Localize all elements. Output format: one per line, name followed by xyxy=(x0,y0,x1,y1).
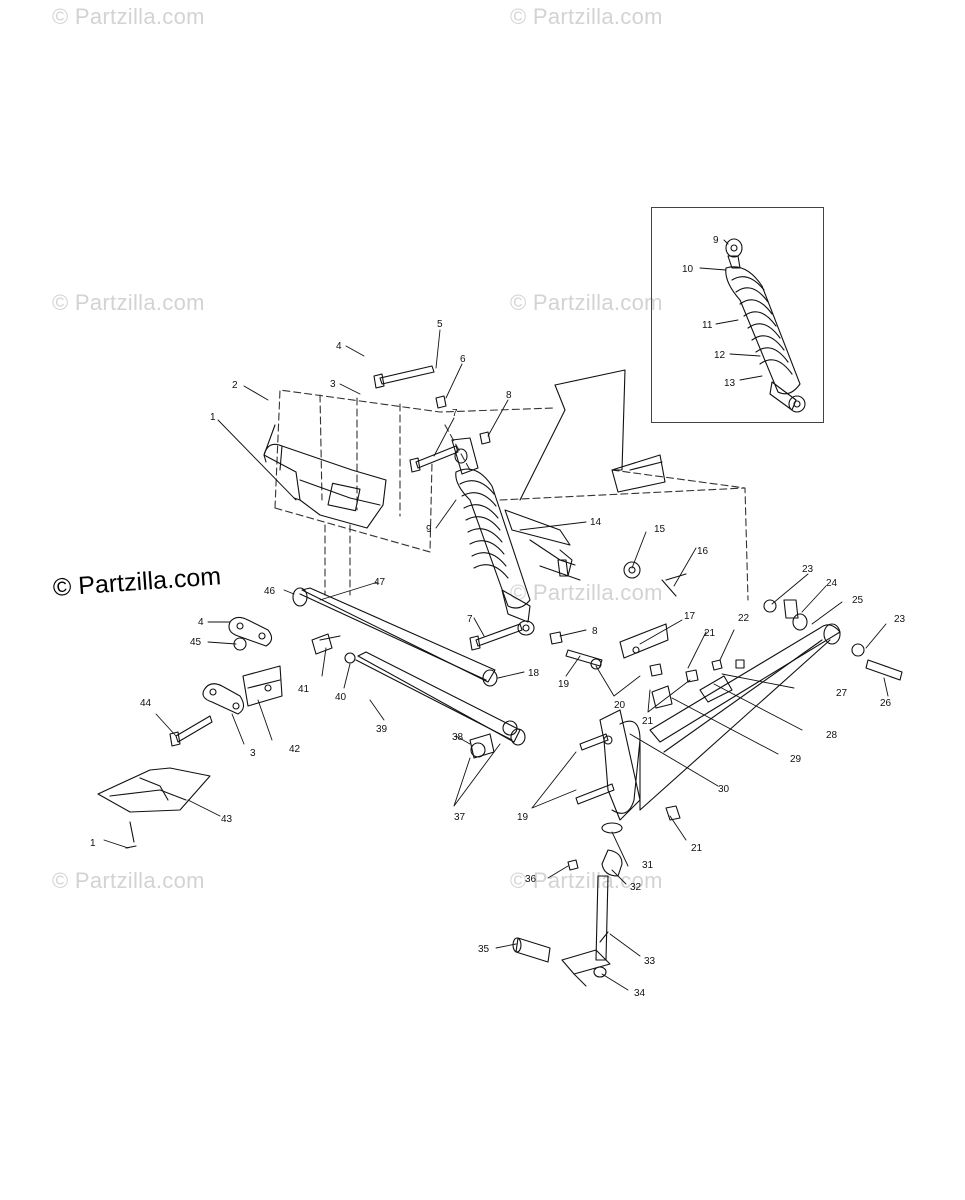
callout-15: 15 xyxy=(654,524,666,535)
callout-21c: 21 xyxy=(691,843,703,854)
main-shock-absorber xyxy=(451,437,535,636)
watermark: © Partzilla.com xyxy=(52,290,205,315)
callout-35: 35 xyxy=(478,944,490,955)
inset-shock-absorber xyxy=(725,238,806,413)
watermark: © Partzilla.com xyxy=(510,868,663,893)
upper-bracket xyxy=(263,424,387,529)
callout-36: 36 xyxy=(525,874,537,885)
callout-labels: 9 10 11 12 13 1 2 3 4 5 6 7 8 9 14 15 16… xyxy=(90,235,906,999)
bushings xyxy=(469,599,808,877)
callout-30: 30 xyxy=(718,784,730,795)
callout-7: 7 xyxy=(452,408,458,419)
callout-44: 44 xyxy=(140,698,152,709)
callout-21a: 21 xyxy=(704,628,716,639)
callout-33: 33 xyxy=(644,956,656,967)
callout-43: 43 xyxy=(221,814,233,825)
callout-7b: 7 xyxy=(467,614,473,625)
callout-24: 24 xyxy=(826,578,838,589)
callout-17: 17 xyxy=(684,611,696,622)
upper-link-rod xyxy=(292,587,498,687)
callout-40: 40 xyxy=(335,692,347,703)
left-link-plates xyxy=(202,616,283,715)
callout-14: 14 xyxy=(590,517,602,528)
watermark: © Partzilla.com xyxy=(510,580,663,605)
watermark: © Partzilla.com xyxy=(510,4,663,29)
callout-1b: 1 xyxy=(90,838,96,849)
bolts xyxy=(169,365,903,805)
shock-detail-inset xyxy=(651,207,824,423)
callout-32: 32 xyxy=(630,882,642,893)
callout-1: 1 xyxy=(210,412,216,423)
callout-19a: 19 xyxy=(558,679,570,690)
callout-34: 34 xyxy=(634,988,646,999)
callout-4b: 4 xyxy=(198,617,204,628)
skid-plate xyxy=(97,767,211,813)
callout-3: 3 xyxy=(330,379,336,390)
callout-3b: 3 xyxy=(250,748,256,759)
frame-phantom-outline xyxy=(274,389,749,601)
callout-18: 18 xyxy=(528,668,540,679)
inset-callout-12: 12 xyxy=(714,350,726,361)
callout-9: 9 xyxy=(426,524,432,535)
watermark: © Partzilla.com xyxy=(52,4,205,29)
small-fasteners xyxy=(319,559,745,669)
lower-link-rod xyxy=(355,651,526,746)
callout-2: 2 xyxy=(232,380,238,391)
inset-callout-11: 11 xyxy=(702,320,713,331)
callout-20: 20 xyxy=(614,700,626,711)
callout-28: 28 xyxy=(826,730,838,741)
callout-22: 22 xyxy=(738,613,750,624)
callout-26: 26 xyxy=(880,698,892,709)
shock-mount-bracket xyxy=(504,509,581,581)
inset-callout-9: 9 xyxy=(713,235,719,246)
callout-42: 42 xyxy=(289,744,301,755)
callout-23b: 23 xyxy=(894,614,906,625)
callout-16: 16 xyxy=(697,546,709,557)
spindle-bracket xyxy=(599,623,673,821)
callout-6: 6 xyxy=(460,354,466,365)
callout-27: 27 xyxy=(836,688,848,699)
callout-46: 46 xyxy=(264,586,276,597)
callout-45: 45 xyxy=(190,637,202,648)
lower-a-arm xyxy=(639,623,841,811)
inset-callout-13: 13 xyxy=(724,378,736,389)
callout-47: 47 xyxy=(374,577,386,588)
callout-25: 25 xyxy=(852,595,864,606)
inset-callout-10: 10 xyxy=(682,264,694,275)
callout-38: 38 xyxy=(452,732,464,743)
leader-lines xyxy=(103,239,889,991)
callout-37: 37 xyxy=(454,812,466,823)
frame-plate xyxy=(519,369,666,501)
nuts-and-washers xyxy=(125,395,865,871)
callout-29: 29 xyxy=(790,754,802,765)
callout-41: 41 xyxy=(298,684,310,695)
callout-19b: 19 xyxy=(517,812,529,823)
callout-5: 5 xyxy=(437,319,443,330)
ski-spindle xyxy=(512,822,623,987)
watermark: © Partzilla.com xyxy=(52,868,205,893)
callout-8b: 8 xyxy=(592,626,598,637)
callout-8: 8 xyxy=(506,390,512,401)
watermark: © Partzilla.com xyxy=(510,290,663,315)
callout-23a: 23 xyxy=(802,564,814,575)
callout-31: 31 xyxy=(642,860,654,871)
callout-4: 4 xyxy=(336,341,342,352)
callout-39: 39 xyxy=(376,724,388,735)
callout-21b: 21 xyxy=(642,716,654,727)
